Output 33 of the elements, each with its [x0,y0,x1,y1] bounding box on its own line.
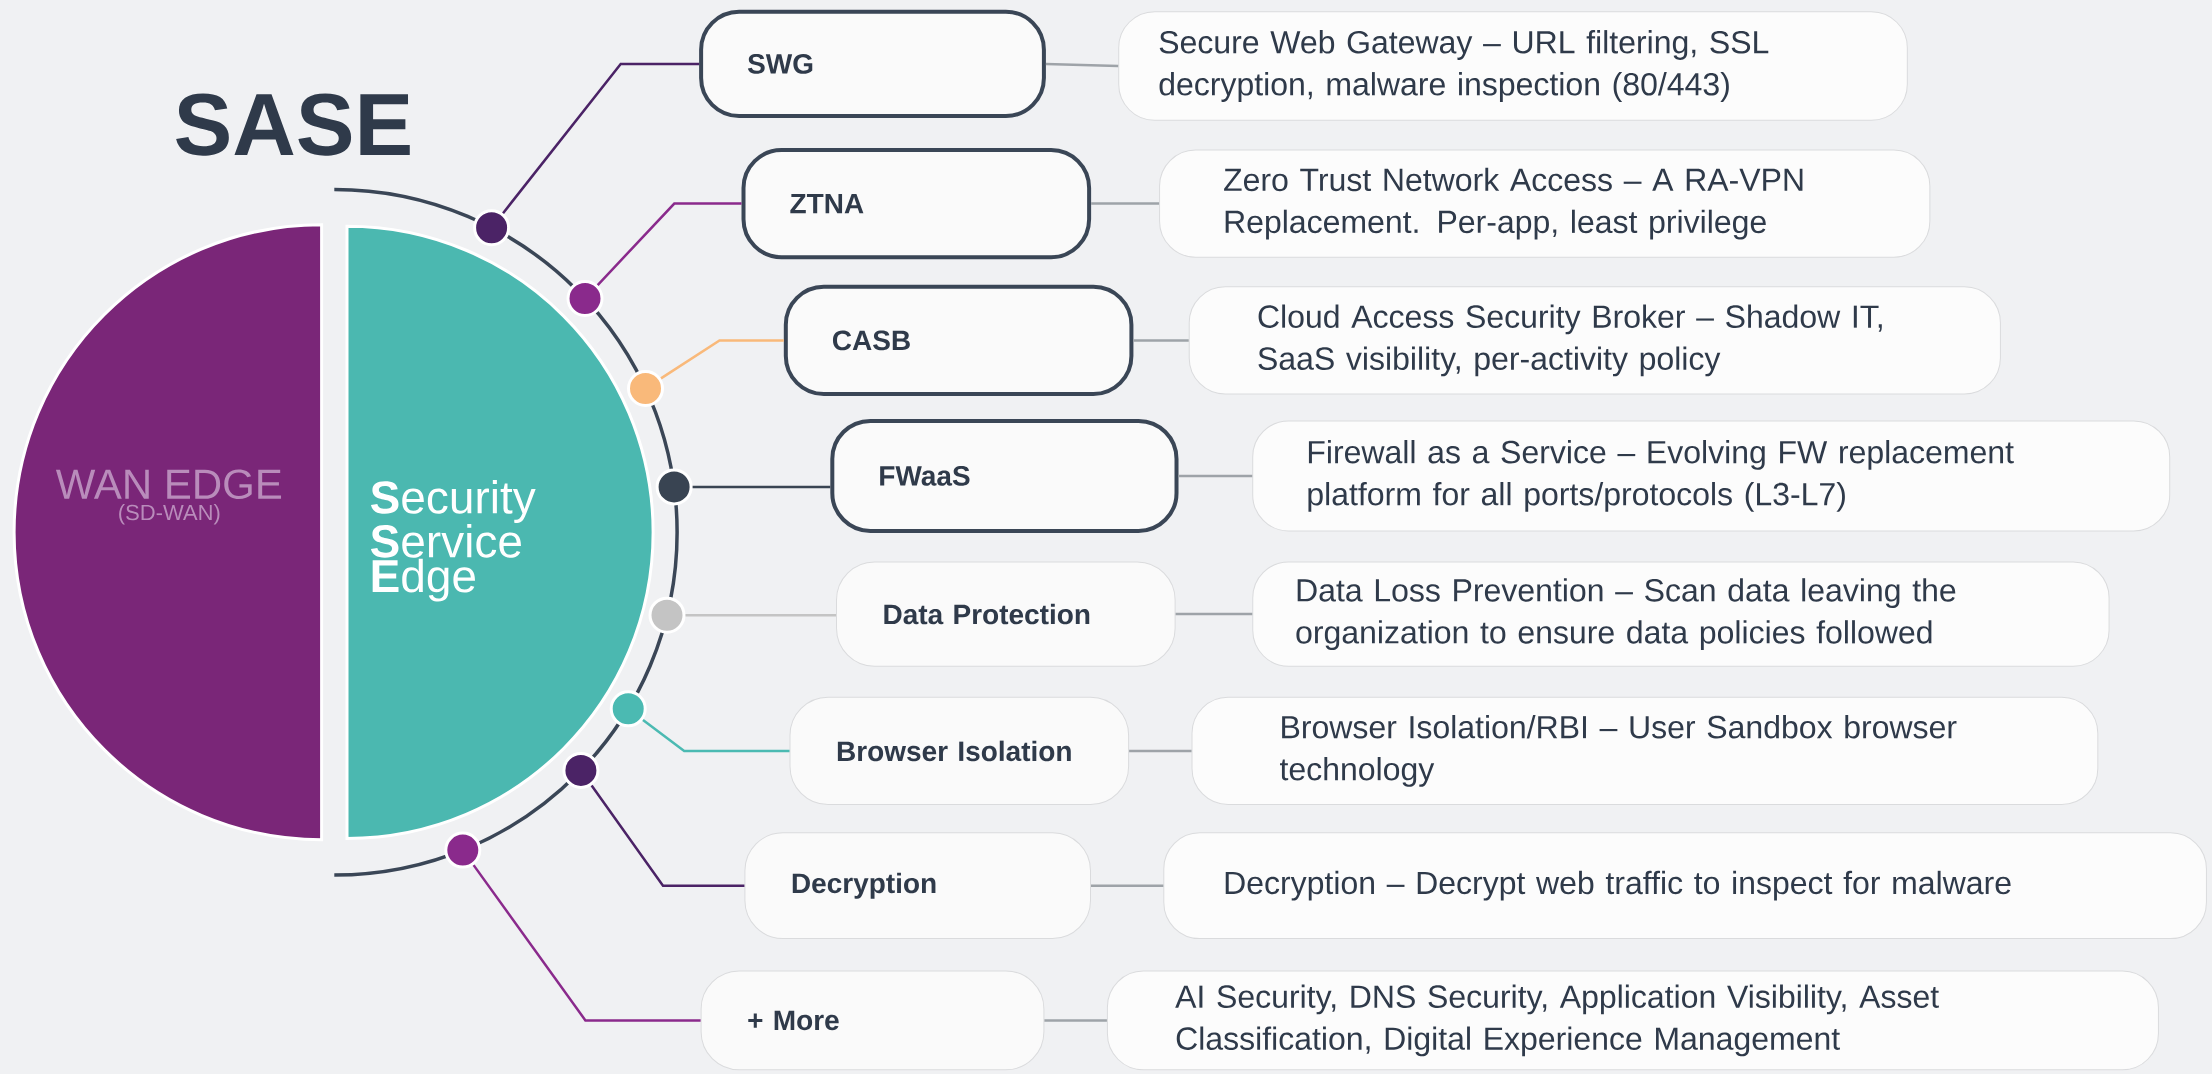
description-box: AI Security, DNS Security, Application Visibility, Asset Classification, Digital Experience Management [1106,970,2159,1071]
connector-line [1045,62,1119,68]
description-box: Firewall as a Service – Evolving FW replacement platform for all ports/protocols (L3-L7) [1252,420,2171,532]
connector-line [1133,339,1189,342]
connector-line [1129,749,1192,753]
pill-box: Decryption [744,832,1091,940]
description-box: Zero Trust Network Access – A RA-VPN Replacement. Per-app, least privilege [1159,149,1931,258]
title: SASE [176,93,410,156]
connector-line [1091,202,1160,205]
description-box: Secure Web Gateway – URL filtering, SSL decryption, malware inspection (80/443) [1118,11,1908,121]
connector-line [1175,612,1253,616]
connector-line [1044,1019,1107,1022]
connector-line [596,202,742,286]
connector-line [685,613,836,617]
pill-box: SWG [699,9,1046,119]
connector-line [642,718,790,753]
connector-line [502,62,700,214]
connector-line [590,784,745,887]
description-box: Data Loss Prevention – Scan data leaving the organization to ensure data policies followed [1252,561,2110,667]
pill-box: ZTNA [741,148,1092,260]
description-box: Browser Isolation/RBI – User Sandbox browser technology [1191,696,2099,805]
pill-box: Browser Isolation [789,696,1130,805]
pill-box: FWaaS [830,418,1179,533]
connector-line [692,485,831,489]
pill-box: + More [700,970,1045,1071]
connector-line [660,339,784,380]
pill-box: CASB [783,284,1134,396]
pill-box: Data Protection [836,561,1176,667]
connector-line [1178,474,1253,478]
connector-line [1091,884,1164,887]
description-box: Cloud Access Security Broker – Shadow IT, SaaS visibility, per-activity policy [1188,286,2001,395]
description-box: Decryption – Decrypt web traffic to inspect for malware [1163,832,2207,940]
connector-line [472,864,701,1022]
